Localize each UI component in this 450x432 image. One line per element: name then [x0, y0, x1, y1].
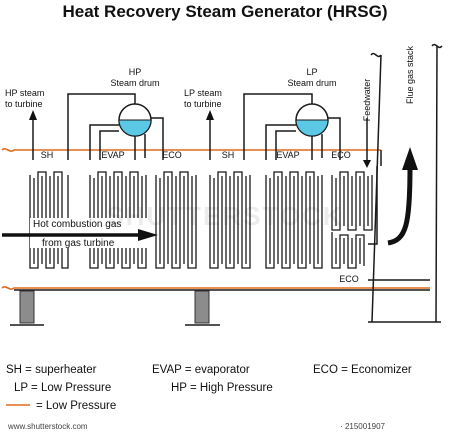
hot-gas-label-1: Hot combustion gas — [33, 219, 121, 230]
lp-steam-label-2: to turbine — [184, 99, 222, 109]
flue-gas-arrow — [387, 167, 413, 246]
lp-steam-label-1: LP steam — [184, 88, 222, 98]
feedwater-arrow — [363, 160, 371, 168]
eco-bottom-label: ECO — [339, 274, 359, 284]
footer-strip — [0, 418, 450, 432]
legend-hp: HP = High Pressure — [171, 382, 273, 394]
eco-hp-label: ECO — [162, 150, 182, 160]
support-left — [19, 290, 35, 324]
hp-steam-label-1: HP steam — [5, 88, 44, 98]
legend-sh: SH = superheater — [6, 364, 97, 376]
hot-gas-arrowhead — [138, 229, 158, 241]
legend-evap: EVAP = evaporator — [152, 364, 250, 376]
flue-gas-stack-label: Flue gas stack — [405, 45, 415, 104]
flue-gas-stack — [370, 43, 443, 323]
hp-drum-label-2: Steam drum — [110, 78, 159, 88]
evap-hp-label: EVAP — [101, 150, 124, 160]
lp-steam-arrow — [206, 110, 214, 120]
lp-drum-water — [295, 119, 329, 137]
lp-economizer-tubes-upper — [331, 171, 373, 231]
legend-eco: ECO = Economizer — [313, 364, 412, 376]
sh-hp-label: SH — [41, 150, 54, 160]
casing-bottom-line — [1, 286, 430, 290]
diagram-title: Heat Recovery Steam Generator (HRSG) — [62, 2, 387, 21]
evap-lp-label: EVAP — [276, 150, 299, 160]
lp-superheater-tubes — [209, 171, 251, 269]
lp-drum-piping — [243, 93, 341, 160]
eco-lp-label: ECO — [331, 150, 351, 160]
footer-id: · 215001907 — [340, 422, 385, 431]
lp-evaporator-tubes — [265, 171, 323, 269]
hp-steam-arrow — [29, 110, 37, 120]
legend-line-label: = Low Pressure — [36, 400, 116, 412]
lp-economizer-tubes-lower — [331, 232, 365, 269]
watermark-text: SHUTTERSTOCK — [106, 201, 343, 231]
hp-drum-label-1: HP — [129, 67, 142, 77]
hp-steam-label-2: to turbine — [5, 99, 43, 109]
hp-drum-water — [118, 119, 152, 137]
legend-lp: LP = Low Pressure — [14, 382, 111, 394]
gas-label-backdrop — [30, 218, 150, 248]
hot-gas-label-2: from gas turbine — [42, 238, 115, 249]
sh-lp-label: SH — [222, 150, 235, 160]
hp-drum-piping — [67, 93, 164, 160]
feedwater-label: Feedwater — [362, 79, 372, 122]
support-middle — [194, 290, 210, 324]
casing-top-line — [1, 148, 381, 152]
hp-economizer-tubes — [155, 171, 197, 269]
lp-drum-label-2: Steam drum — [287, 78, 336, 88]
flue-gas-arrowhead — [402, 147, 418, 170]
footer-site: www.shutterstock.com — [7, 422, 88, 431]
lp-drum-label-1: LP — [306, 67, 317, 77]
